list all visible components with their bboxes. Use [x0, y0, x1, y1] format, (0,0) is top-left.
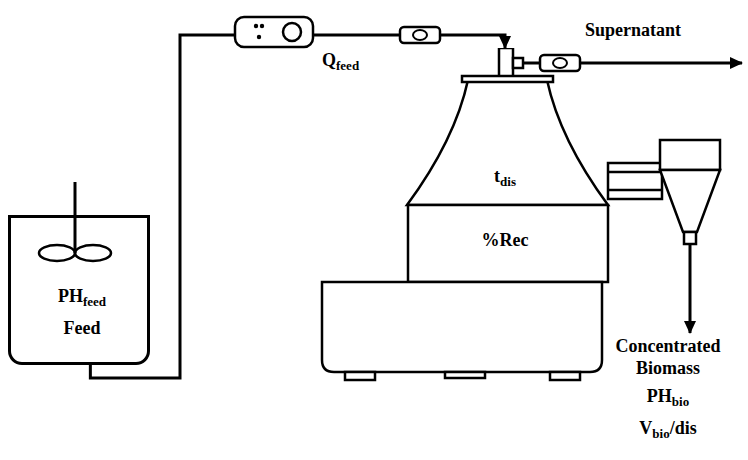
impeller-blade: [39, 245, 75, 261]
text-line: Feed: [64, 318, 101, 340]
biomass-line: [689, 244, 692, 333]
label-line: PHbio: [647, 386, 689, 410]
subscript: feed: [336, 58, 359, 73]
stream-label: Concentrated Biomass: [616, 336, 721, 378]
flowmeter-symbol: [540, 55, 580, 71]
discharge-chute: [608, 163, 662, 199]
flowmeter-symbol: [400, 27, 440, 43]
stream-label: /dis: [670, 418, 697, 438]
subscript: bio: [672, 394, 689, 409]
motor-housing: [322, 282, 602, 372]
node-text: PH: [58, 286, 83, 306]
feed-tank: PHfeedFeed: [8, 215, 150, 365]
pump-dot: [260, 24, 264, 28]
node-text: %Rec: [482, 230, 529, 250]
centrifuge: tdis %Rec: [320, 48, 725, 383]
pump-rotor: [283, 23, 301, 41]
node-text: t: [494, 166, 500, 186]
text-line: %Rec: [482, 230, 529, 252]
flowmeter-rotor: [413, 30, 427, 40]
subscript: feed: [83, 294, 106, 309]
stream-label: PH: [647, 386, 672, 406]
label-line: Qfeed: [322, 50, 359, 74]
stream-label: Q: [322, 50, 336, 70]
pump-symbol: [235, 17, 313, 47]
cyclone-body: [660, 140, 720, 170]
label-line: Supernatant: [585, 20, 681, 42]
subscript: bio: [652, 426, 669, 441]
text-line: tdis: [494, 166, 516, 190]
stream-label: Supernatant: [585, 20, 681, 40]
label-line: Concentrated Biomass: [598, 336, 738, 379]
pump-dot: [254, 24, 258, 28]
pump-dot: [257, 35, 261, 39]
cyclone-outlet: [684, 232, 696, 244]
chute-line: [608, 172, 662, 190]
node-text: Feed: [64, 318, 101, 338]
centrifuge-bowl: [408, 205, 608, 282]
centrifuge-outline: [320, 48, 725, 383]
flowmeter-rotor: [553, 58, 567, 68]
housing-foot: [445, 372, 485, 378]
stream-label: V: [639, 418, 652, 438]
impeller-blade: [75, 245, 111, 261]
centrifuge-cone: [407, 80, 608, 205]
cyclone-cone: [660, 170, 720, 232]
housing-foot: [550, 372, 580, 380]
subscript: dis: [500, 174, 516, 189]
label-line: Vbio/dis: [639, 418, 696, 442]
outlet-collar: [513, 58, 523, 68]
text-line: PHfeed: [58, 286, 106, 310]
housing-foot: [345, 372, 375, 380]
cone-cap: [462, 76, 553, 82]
